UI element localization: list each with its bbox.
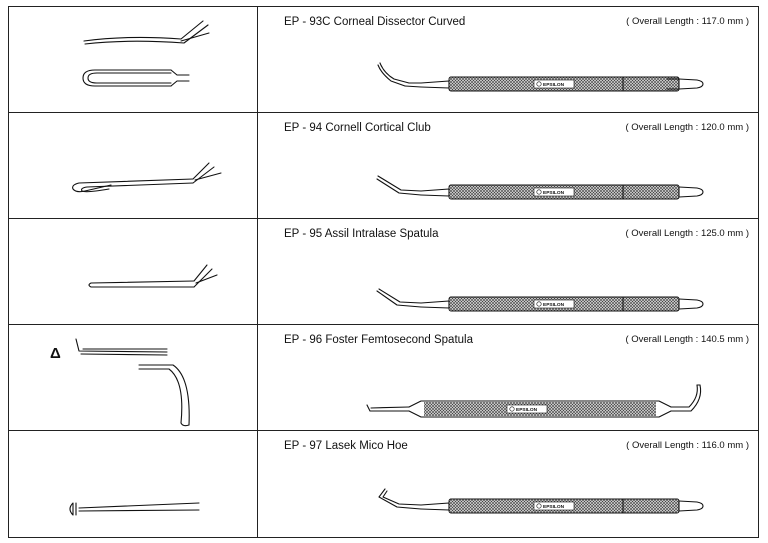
tip-detail-cell [9, 219, 258, 324]
instrument-info-cell: EP - 96 Foster Femtosecond Spatula ( Ove… [259, 325, 758, 430]
brand-logo-icon [536, 189, 542, 195]
brand-logo-icon [536, 81, 542, 87]
tip-detail-cell [9, 7, 258, 112]
tip-detail-cell [9, 431, 258, 537]
handle-logo-text: EPSILON [543, 190, 565, 196]
brand-logo-icon [536, 301, 542, 307]
handle-logo-text: EPSILON [543, 302, 565, 308]
instrument-row-ep-94: EP - 94 Cornell Cortical Club ( Overall … [9, 113, 758, 219]
instrument-illustration: EPSILON [378, 488, 704, 514]
instrument-row-ep-93c: EP - 93C Corneal Dissector Curved ( Over… [9, 7, 758, 113]
brand-logo-icon [536, 503, 542, 509]
brand-logo-icon [509, 406, 515, 412]
instrument-name: EP - 97 Lasek Mico Hoe [284, 440, 408, 452]
overall-length: ( Overall Length : 140.5 mm ) [625, 334, 749, 345]
instrument-row-ep-97: EP - 97 Lasek Mico Hoe ( Overall Length … [9, 431, 758, 537]
instrument-name: EP - 94 Cornell Cortical Club [284, 122, 431, 134]
tip-detail-cell [9, 113, 258, 218]
instrument-name: EP - 95 Assil Intralase Spatula [284, 228, 439, 240]
instrument-illustration: EPSILON [376, 175, 704, 200]
handle-logo-text: EPSILON [543, 82, 565, 88]
instrument-info-cell: EP - 95 Assil Intralase Spatula ( Overal… [259, 219, 758, 324]
instrument-illustration: EPSILON [377, 62, 704, 92]
angled-spatula-tip-icon [88, 264, 218, 288]
instrument-info-cell: EP - 94 Cornell Cortical Club ( Overall … [259, 113, 758, 218]
overall-length: ( Overall Length : 116.0 mm ) [626, 440, 749, 451]
micro-hoe-tip-icon [69, 502, 200, 516]
instrument-illustration: EPSILON [376, 288, 704, 312]
instrument-row-ep-96: Δ EP - 96 Foster Femtosecond Spatula ( O… [9, 325, 758, 431]
instrument-illustration: EPSILON [366, 384, 702, 418]
delta-symbol: Δ [50, 345, 61, 362]
instrument-name: EP - 96 Foster Femtosecond Spatula [284, 334, 473, 346]
instrument-catalog: EP - 93C Corneal Dissector Curved ( Over… [8, 6, 759, 538]
instrument-row-ep-95: EP - 95 Assil Intralase Spatula ( Overal… [9, 219, 758, 325]
overall-length: ( Overall Length : 125.0 mm ) [625, 228, 749, 239]
double-ended-spatula-tip-icon [75, 338, 190, 427]
overall-length: ( Overall Length : 117.0 mm ) [626, 16, 749, 27]
handle-logo-text: EPSILON [543, 504, 565, 510]
instrument-name: EP - 93C Corneal Dissector Curved [284, 16, 466, 28]
loop-club-tip-icon [72, 162, 222, 193]
handle-logo-text: EPSILON [516, 407, 538, 413]
curved-dissector-tip-icon [82, 20, 210, 87]
instrument-info-cell: EP - 93C Corneal Dissector Curved ( Over… [259, 7, 758, 112]
overall-length: ( Overall Length : 120.0 mm ) [625, 122, 749, 133]
tip-detail-cell: Δ [9, 325, 258, 430]
instrument-info-cell: EP - 97 Lasek Mico Hoe ( Overall Length … [259, 431, 758, 537]
